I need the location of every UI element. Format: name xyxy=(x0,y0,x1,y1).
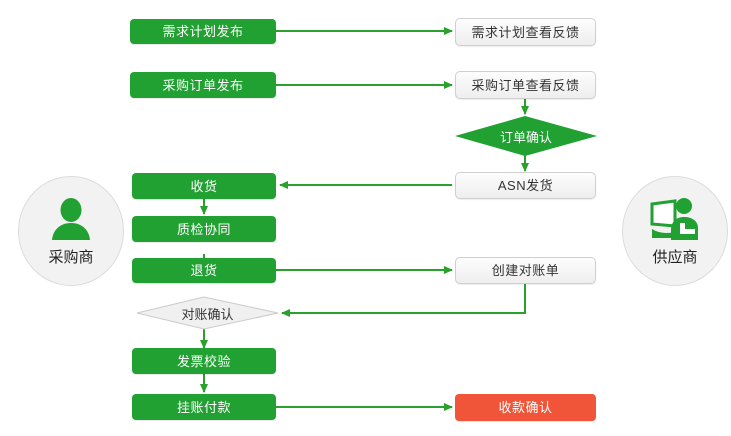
actor-buyer[interactable]: 采购商 xyxy=(18,176,124,286)
node-label: 需求计划发布 xyxy=(162,24,244,39)
node-label: 订单确认 xyxy=(499,129,552,145)
node-label: 退货 xyxy=(190,263,218,278)
node-label: ASN发货 xyxy=(497,178,554,193)
actor-label: 采购商 xyxy=(48,248,94,266)
node-label: 对账确认 xyxy=(181,306,234,322)
order-confirm-diamond-shape xyxy=(455,116,597,156)
node-demand-plan-feedback[interactable]: 需求计划查看反馈 xyxy=(455,18,596,46)
node-asn-shipment[interactable]: ASN发货 xyxy=(455,172,596,199)
node-create-statement[interactable]: 创建对账单 xyxy=(455,257,596,284)
actor-supplier[interactable]: 供应商 xyxy=(622,176,728,286)
node-receipt-confirm[interactable]: 收款确认 xyxy=(455,394,596,421)
person-at-computer-icon xyxy=(649,196,701,244)
node-label: 收货 xyxy=(190,178,218,194)
node-label: 采购订单查看反馈 xyxy=(471,77,580,93)
node-payable-payment[interactable]: 挂账付款 xyxy=(132,394,276,420)
node-label: 创建对账单 xyxy=(491,263,560,278)
node-label: 采购订单发布 xyxy=(162,77,244,93)
node-label: 收款确认 xyxy=(498,400,553,415)
person-icon xyxy=(45,196,97,244)
node-order-confirm[interactable]: 订单确认 xyxy=(455,126,597,146)
node-po-feedback[interactable]: 采购订单查看反馈 xyxy=(455,71,596,99)
node-label: 需求计划查看反馈 xyxy=(471,24,580,40)
node-invoice-check[interactable]: 发票校验 xyxy=(132,348,276,374)
node-return-goods[interactable]: 退货 xyxy=(132,258,276,283)
node-qc-collaboration[interactable]: 质检协同 xyxy=(132,216,276,242)
node-po-publish[interactable]: 采购订单发布 xyxy=(130,72,276,98)
node-label: 质检协同 xyxy=(176,221,231,237)
edge-create-statement-to-statement-confirm xyxy=(281,284,526,317)
node-label: 挂账付款 xyxy=(176,399,231,415)
node-demand-plan-publish[interactable]: 需求计划发布 xyxy=(130,19,276,44)
node-receive-goods[interactable]: 收货 xyxy=(132,173,276,199)
actor-label: 供应商 xyxy=(652,248,698,266)
node-label: 发票校验 xyxy=(176,353,231,369)
statement-confirm-diamond-shape xyxy=(136,296,279,330)
node-statement-confirm[interactable]: 对账确认 xyxy=(137,303,278,323)
